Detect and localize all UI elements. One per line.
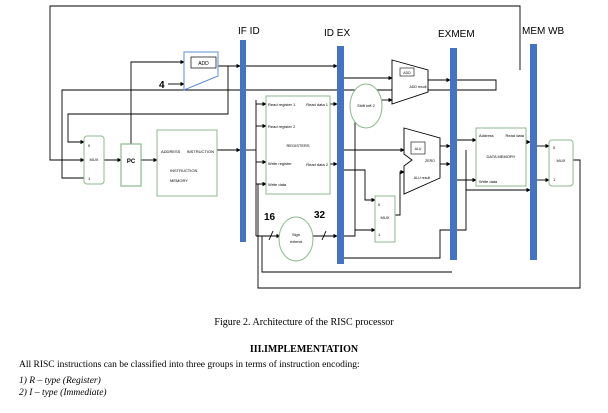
alu-box <box>410 141 426 155</box>
register-file <box>265 95 331 195</box>
pc-adder-label: ADD <box>198 61 209 67</box>
shift-left-2-label: Shift left 2 <box>357 103 376 108</box>
write-back-mux <box>548 139 574 187</box>
register-write-register: Write register <box>268 161 292 166</box>
sign-extend-label-1: Sign <box>292 232 300 237</box>
mem-wb-register-bar <box>530 44 537 260</box>
instruction-memory-address: ADDRESS <box>161 149 181 154</box>
pc-source-mux-label: MUX <box>90 157 99 162</box>
section-heading: III.IMPLEMENTATION <box>249 344 359 355</box>
alu-zero: ZERO <box>425 159 435 163</box>
stage-label-mem-wb: MEM WB <box>522 26 565 37</box>
data-memory-write-data: Write data <box>479 179 498 184</box>
if-id-register-bar <box>240 40 246 242</box>
pc-adder-label-box <box>190 56 217 69</box>
write-back-mux-label: MUX <box>557 158 566 163</box>
program-counter-label: PC <box>127 159 136 165</box>
constant-four: 4 <box>159 80 165 91</box>
program-counter <box>120 143 142 187</box>
pc-source-mux-1: 1 <box>88 176 91 181</box>
processor-architecture-diagram: IF ID ID EX EXMEM MEM WB ADD 4 0 MUX 1 P… <box>49 5 581 289</box>
write-back-mux-1: 1 <box>553 177 556 182</box>
alu-box-label: ALU <box>415 147 422 151</box>
register-write-data: Write data <box>268 182 287 187</box>
branch-adder-label: ADD <box>403 71 411 75</box>
branch-adder-box <box>399 67 415 77</box>
list-item: 2) I – type (Immediate) <box>19 388 107 398</box>
ex-mem-register-bar <box>450 48 457 260</box>
register-file-title: REGISTERS <box>286 143 309 148</box>
branch-adder <box>391 59 429 105</box>
data-memory-title: DATA MEMORY <box>487 154 516 159</box>
list-item: 1) R – type (Register) <box>19 376 101 386</box>
register-read-data-2: Read data 2 <box>306 162 329 167</box>
alu-source-mux-label: MUX <box>381 215 390 220</box>
alu-result: ALU result <box>414 176 430 180</box>
instruction-memory <box>156 129 218 197</box>
body-paragraph: All RISC instructions can be classified … <box>19 360 360 370</box>
pc-source-mux <box>83 135 105 185</box>
pc-source-mux-0: 0 <box>88 143 91 148</box>
register-read-register-2: Read register 2 <box>268 124 296 129</box>
register-read-register-1: Read register 1 <box>268 102 296 107</box>
stage-label-if-id: IF ID <box>238 26 260 37</box>
stage-label-id-ex: ID EX <box>324 28 350 39</box>
alu-source-mux <box>374 195 396 243</box>
data-memory <box>475 127 527 187</box>
instruction-memory-output: INSTRUCTION <box>187 149 214 154</box>
instruction-memory-title-2: MEMORY <box>170 178 188 183</box>
stage-label-ex-mem: EXMEM <box>438 29 475 40</box>
branch-adder-result: ADD result <box>410 85 427 89</box>
register-read-data-1: Read data 1 <box>306 102 329 107</box>
instruction-memory-title-1: INSTRUCTION <box>170 168 197 173</box>
datapath-wires <box>49 5 581 289</box>
bit-width-16: 16 <box>264 212 276 223</box>
sign-extend-unit <box>278 216 314 262</box>
id-ex-register-bar <box>337 46 344 264</box>
data-memory-read-data: Read data <box>506 133 525 138</box>
bit-width-32: 32 <box>314 210 326 221</box>
data-memory-address: Address <box>479 133 494 138</box>
shift-left-2-unit <box>349 83 383 129</box>
alu-source-mux-0: 0 <box>378 202 381 207</box>
figure-caption: Figure 2. Architecture of the RISC proce… <box>214 317 394 328</box>
sign-extend-label-2: extend <box>290 239 302 244</box>
alu-source-mux-1: 1 <box>378 232 381 237</box>
write-back-mux-0: 0 <box>553 145 556 150</box>
